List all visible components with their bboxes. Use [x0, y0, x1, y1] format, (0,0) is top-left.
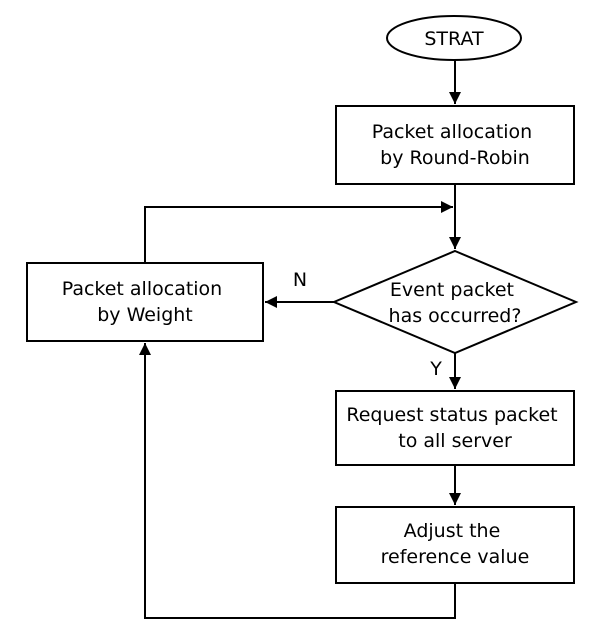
- request-status-line-1: Request status packet: [346, 404, 557, 426]
- round-robin-line-1: Packet allocation: [372, 121, 533, 143]
- event-decision: [331, 249, 579, 355]
- decision-line-2: has occurred?: [389, 305, 522, 327]
- request-status-line-2: to all server: [398, 430, 512, 452]
- round-robin-label: Packet allocation by Round-Robin: [372, 121, 539, 169]
- no-branch-label: N: [293, 269, 307, 291]
- start-label: STRAT: [424, 28, 484, 50]
- yes-branch-label: Y: [429, 358, 442, 380]
- request-status-process: [335, 390, 575, 466]
- weight-label: Packet allocation by Weight: [62, 278, 229, 326]
- arrow-adjust-loop-to-weight: [139, 343, 456, 619]
- decision-line-1: Event packet: [390, 279, 514, 301]
- adjust-reference-label: Adjust the reference value: [381, 520, 530, 568]
- request-status-label: Request status packet to all server: [346, 404, 563, 452]
- weight-line-2: by Weight: [97, 304, 193, 326]
- decision-label: Event packet has occurred?: [389, 279, 522, 327]
- round-robin-line-2: by Round-Robin: [380, 147, 530, 169]
- adjust-reference-process: [335, 506, 575, 584]
- adjust-reference-line-2: reference value: [381, 546, 530, 568]
- adjust-reference-line-1: Adjust the: [404, 520, 501, 542]
- arrow-weight-loop-to-merge: [144, 201, 453, 263]
- weight-process: [26, 262, 264, 342]
- weight-line-1: Packet allocation: [62, 278, 223, 300]
- round-robin-process: [335, 105, 575, 185]
